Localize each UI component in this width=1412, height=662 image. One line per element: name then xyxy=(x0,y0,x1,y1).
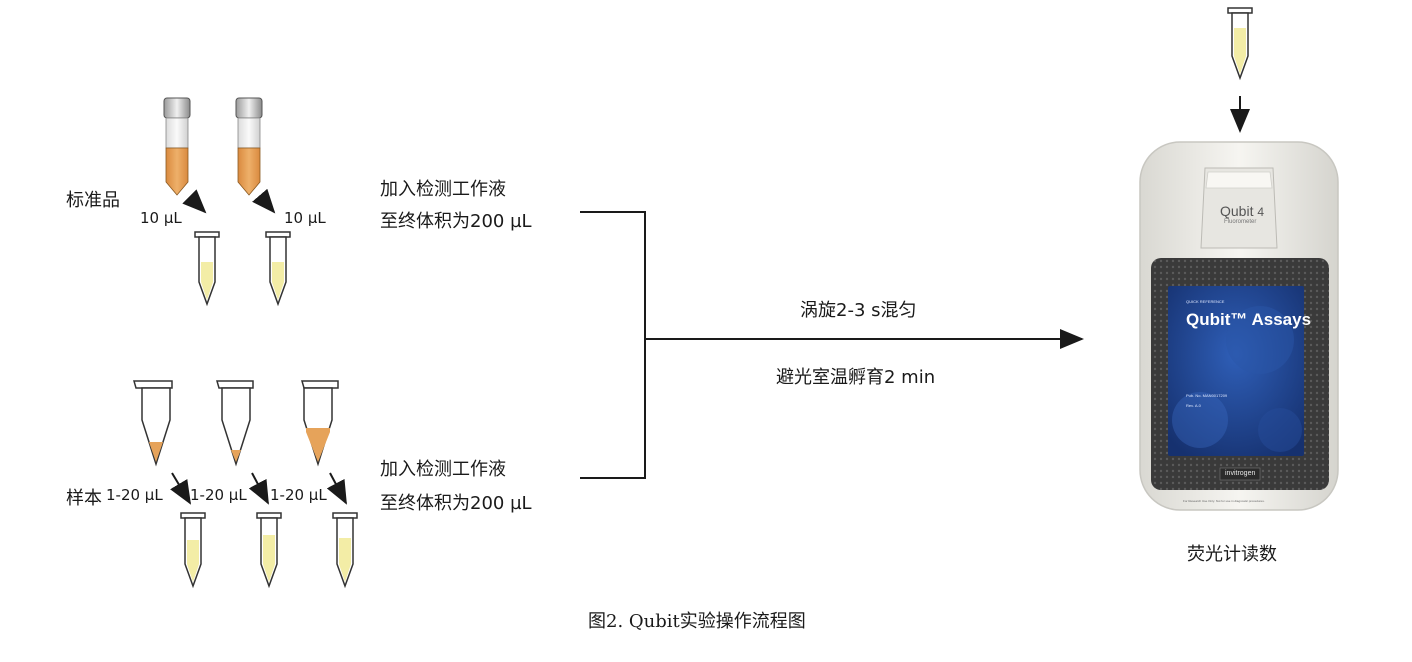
arrow-icon xyxy=(326,472,347,505)
sample-volume-3: 1-20 µL xyxy=(270,486,327,504)
figure-caption: 图2. Qubit实验操作流程图 xyxy=(588,611,806,632)
sample-volume-2: 1-20 µL xyxy=(190,486,247,504)
samples-step-line2: 至终体积为200 µL xyxy=(380,493,532,514)
read-label: 荧光计读数 xyxy=(1187,544,1277,565)
screen-pub-no: Pub. No. MAN0017209 xyxy=(1186,393,1228,398)
sample-result-tube-3 xyxy=(332,512,358,589)
sample-result-tube-2 xyxy=(256,512,282,589)
standard-volume-left: 10 µL xyxy=(140,209,182,227)
arrow-icon xyxy=(252,188,276,214)
standards-step-line1: 加入检测工作液 xyxy=(380,179,506,200)
sample-tube-3 xyxy=(301,380,339,467)
sample-volume-1: 1-20 µL xyxy=(106,486,163,504)
samples-label: 样本 xyxy=(66,488,102,509)
standards-label: 标准品 xyxy=(66,190,120,211)
standard-vial-2 xyxy=(235,97,263,196)
screen-rev: Rev. A.0 xyxy=(1186,403,1201,408)
standard-tube-2 xyxy=(265,231,291,307)
screen-kicker: QUICK REFERENCE xyxy=(1186,299,1225,304)
sample-result-tube-1 xyxy=(180,512,206,589)
standard-vial-1 xyxy=(163,97,191,196)
sample-tube-1 xyxy=(133,380,173,467)
fluorometer-icon xyxy=(1139,141,1339,511)
standard-volume-right: 10 µL xyxy=(284,209,326,227)
device-maker-logo: invitrogen xyxy=(1225,470,1256,477)
device-subtitle: Fluorometer xyxy=(1224,219,1257,225)
standard-tube-1 xyxy=(194,231,220,307)
arrow-icon xyxy=(248,472,269,505)
arrow-icon xyxy=(170,472,192,505)
vortex-step: 涡旋2-3 s混匀 xyxy=(800,300,917,321)
arrow-icon xyxy=(182,189,207,214)
device-footer-note: For Research Use Only. Not for use in di… xyxy=(1183,499,1265,503)
samples-step-line1: 加入检测工作液 xyxy=(380,459,506,480)
device-brand: Qubit 4 xyxy=(1220,203,1265,219)
standards-step-line2: 至终体积为200 µL xyxy=(380,211,532,232)
bracket-connector xyxy=(580,211,646,479)
input-tube-icon xyxy=(1227,7,1253,81)
screen-title: Qubit™ Assays xyxy=(1186,310,1312,329)
incubate-step: 避光室温孵育2 min xyxy=(776,367,936,388)
sample-tube-2 xyxy=(216,380,254,467)
